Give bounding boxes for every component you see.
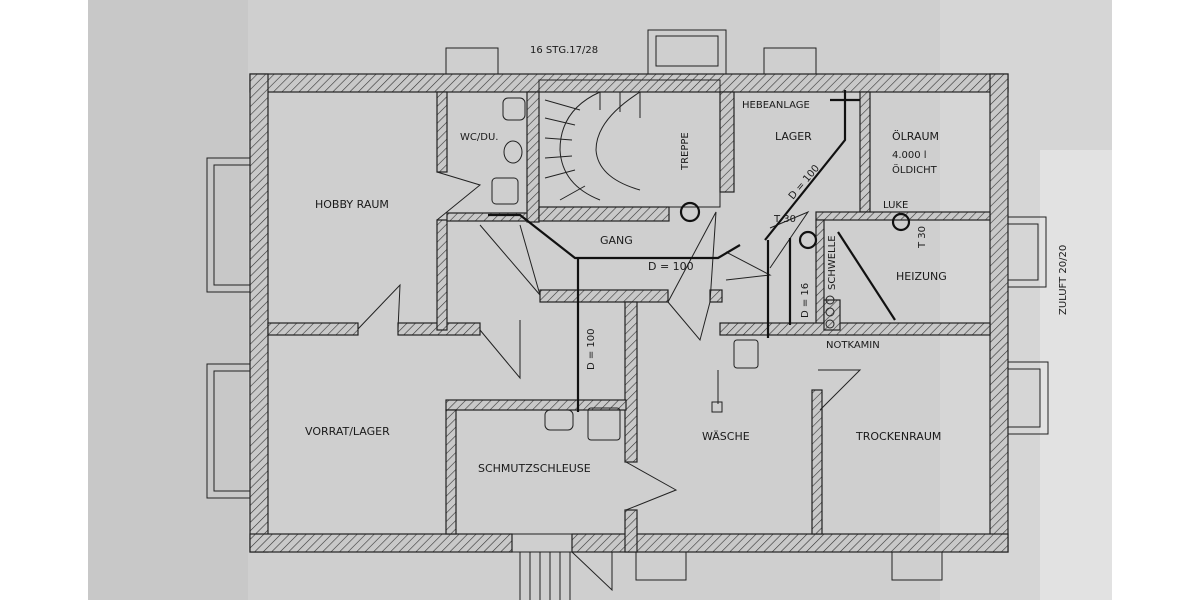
room-label-notkamin: NOTKAMIN [826, 340, 880, 351]
dim-label-t30-b: T 30 [917, 226, 928, 249]
room-label-luke: LUKE [883, 200, 908, 211]
pipes [488, 90, 911, 412]
window-wells [206, 29, 1049, 581]
room-label-schwelle: SCHWELLE [827, 235, 838, 290]
dim-label-t30-a: T 30 [773, 214, 796, 225]
room-label-vorrat: VORRAT/LAGER [305, 425, 390, 438]
room-label-trocken: TROCKENRAUM [855, 430, 941, 443]
stair-note-label: 16 STG.17/28 [530, 45, 598, 56]
dim-label-d100-gang: D = 100 [648, 260, 694, 273]
room-label-heizung: HEIZUNG [896, 270, 947, 283]
room-label-hobby: HOBBY RAUM [315, 198, 389, 211]
outside-steps [511, 533, 573, 600]
outer-walls [249, 73, 1009, 553]
room-label-oelraum: ÖLRAUM [892, 130, 939, 143]
room-label-zuluft: ZULUFT 20/20 [1058, 245, 1069, 315]
room-label-wc: WC/DU. [460, 132, 498, 143]
dim-label-d16: D = 16 [800, 283, 811, 318]
door-swings [357, 171, 862, 592]
dim-label-d100-vert: D = 100 [586, 328, 597, 370]
room-label-waesche: WÄSCHE [702, 430, 750, 443]
oel-volume-label: 4.000 l [892, 150, 927, 161]
room-label-treppe: TREPPE [680, 132, 691, 171]
oel-dicht-label: ÖLDICHT [892, 163, 938, 176]
room-label-gang: GANG [600, 234, 633, 247]
room-label-hebeanlage: HEBEANLAGE [742, 100, 810, 111]
staircase [538, 79, 721, 208]
sanitary-fixtures [491, 97, 759, 441]
interior-walls [267, 91, 991, 553]
room-label-schmutz: SCHMUTZSCHLEUSE [478, 462, 591, 475]
room-label-lager: LAGER [775, 130, 812, 143]
